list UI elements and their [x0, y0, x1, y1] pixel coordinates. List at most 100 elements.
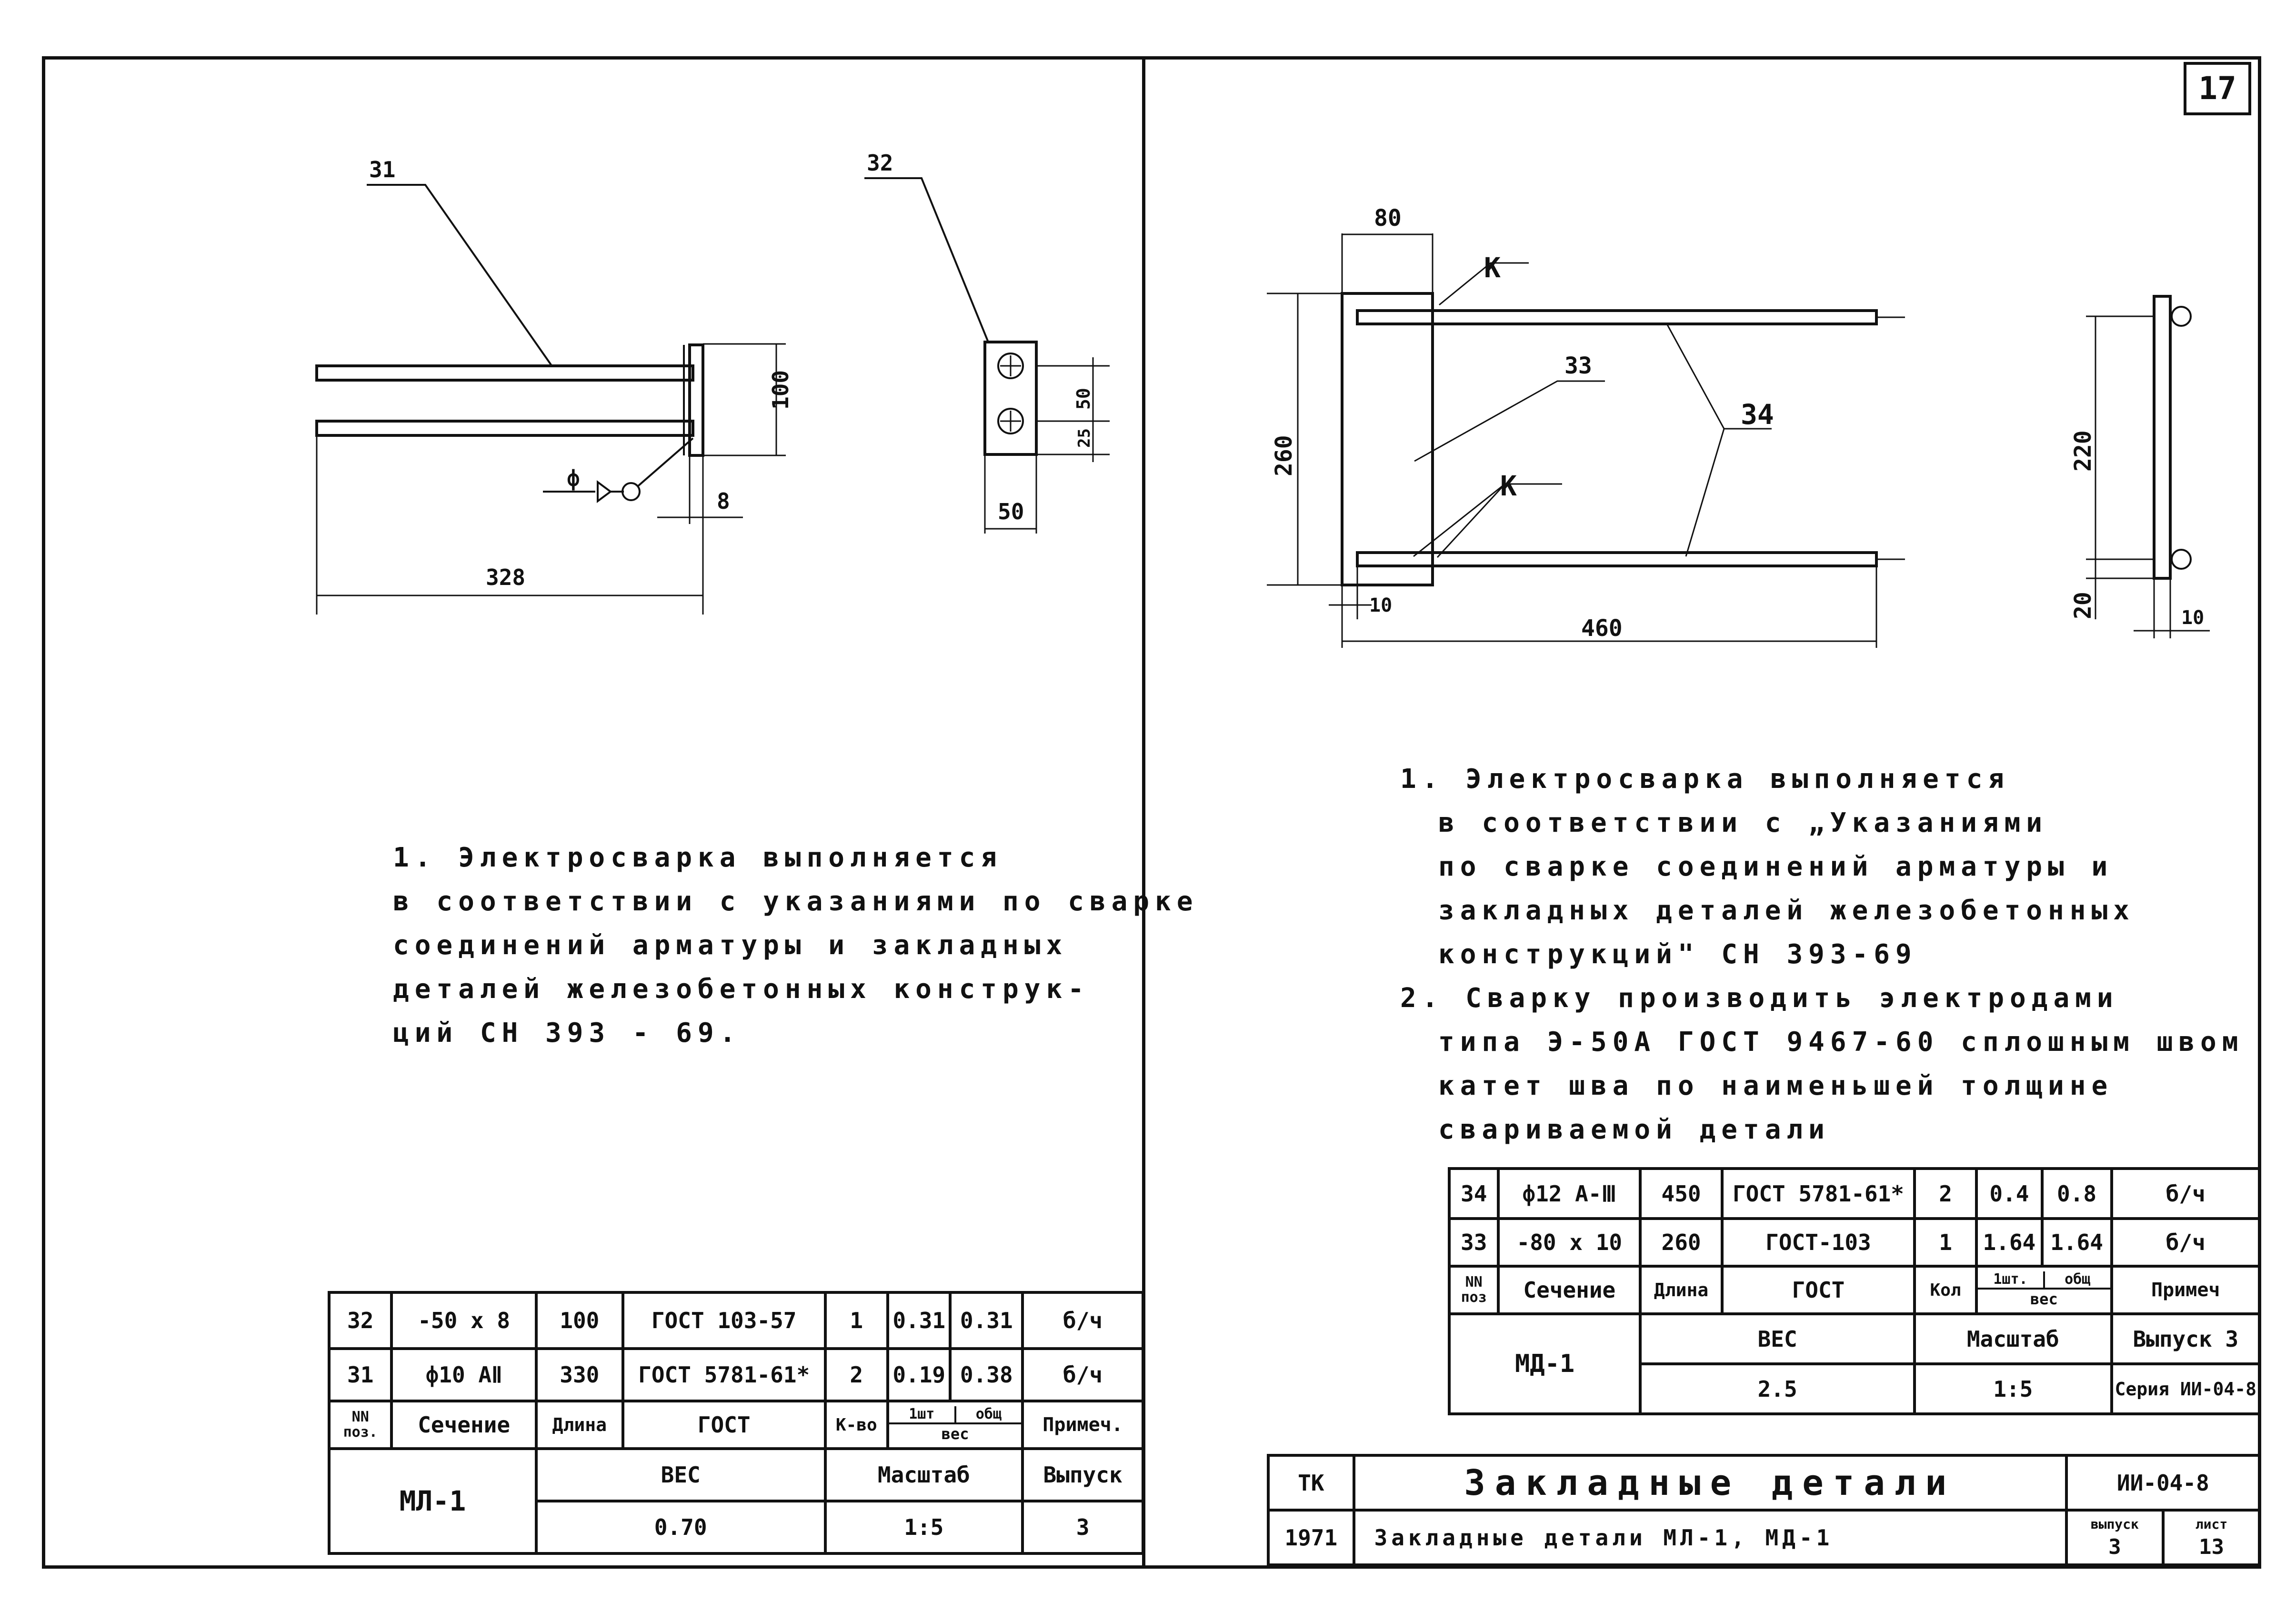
cell-weight-unit: 0.4: [1975, 1167, 2044, 1220]
dim-100: 100: [768, 370, 793, 410]
header-weight-label: вес: [941, 1425, 969, 1443]
label-pos31: 31: [369, 157, 395, 182]
stamp-subtitle: Закладные детали МЛ-1, МД-1: [1352, 1509, 2068, 1566]
drawing-ml1-labels: 31 32 ф 100 8 328 50 25 50: [369, 150, 1094, 590]
right-note-line: катет шва по наименьшей толщине: [1438, 1070, 2114, 1101]
dim-260: 260: [1271, 435, 1297, 476]
header-qty: К-во: [823, 1400, 890, 1450]
cell-weight-unit: 0.19: [886, 1347, 952, 1402]
header-weight: 1шт. общ вес: [1975, 1265, 2113, 1315]
dim-50h: 50: [998, 499, 1024, 524]
footer-ves-label: ВЕС: [1639, 1312, 1916, 1365]
left-note: 1. Электросварка выполняется в соответст…: [393, 836, 1198, 1055]
cell-qty: 1: [823, 1291, 890, 1350]
stamp-sheet-value: 13: [2198, 1534, 2224, 1559]
drawing-sheet-frame: [42, 56, 2261, 1569]
header-weight-label: вес: [2030, 1290, 2058, 1308]
right-note-line: закладных деталей железобетонных: [1438, 895, 2135, 926]
cell-qty: 1: [1913, 1217, 1978, 1268]
left-note-line: 1. Электросварка выполняется: [393, 842, 1003, 873]
footer-issue-value: 3: [1021, 1500, 1144, 1555]
cell-pos: 34: [1447, 1167, 1500, 1220]
footer-scale-label: Масштаб: [823, 1447, 1024, 1502]
stamp-code: ИИ-04-8: [2065, 1454, 2262, 1512]
footer-series: Серия ИИ-04-8: [2110, 1362, 2262, 1415]
cell-qty: 2: [1913, 1167, 1978, 1220]
header-section: Сечение: [390, 1400, 538, 1450]
cell-section: ф12 A-Ⅲ: [1497, 1167, 1642, 1220]
left-note-line: соединений арматуры и закладных: [393, 930, 1068, 961]
cell-weight-unit: 0.31: [886, 1291, 952, 1350]
table-footer-row: 0.70 1:5 3: [329, 1500, 1144, 1555]
cell-weight-total: 0.8: [2040, 1167, 2113, 1220]
cell-length: 330: [534, 1347, 624, 1402]
header-note: Примеч: [2110, 1265, 2262, 1315]
right-spec-table: 34 ф12 A-Ⅲ 450 ГОСТ 5781-61* 2 0.4 0.8 б…: [1447, 1167, 2262, 1415]
cell-length: 100: [534, 1291, 624, 1350]
header-gost: ГОСТ: [1720, 1265, 1916, 1315]
header-gost: ГОСТ: [621, 1400, 827, 1450]
stamp-title: Закладные детали: [1352, 1454, 2068, 1512]
label-k1: К: [1484, 252, 1501, 284]
footer-issue-label: Выпуск 3: [2110, 1312, 2262, 1365]
table-footer-row: МЛ-1 ВЕС Масштаб Выпуск: [328, 1447, 1144, 1555]
dim-10a: 10: [1369, 595, 1392, 616]
cell-weight-unit: 1.64: [1975, 1217, 2044, 1268]
label-pos32: 32: [867, 150, 893, 176]
right-note-line: 1. Электросварка выполняется: [1400, 764, 2010, 795]
footer-ves-label: ВЕС: [534, 1447, 827, 1502]
header-weight-total: общ: [2043, 1271, 2109, 1288]
right-note-line: типа Э-50А ГОСТ 9467-60 сплошным швом: [1438, 1027, 2244, 1058]
cell-gost: ГОСТ 103-57: [621, 1291, 827, 1350]
drawing-ml1-side-view: [315, 184, 786, 615]
title-block-row: ТК Закладные детали ИИ-04-8: [1267, 1454, 2262, 1512]
stamp-issue-value: 3: [2108, 1534, 2121, 1559]
header-qty: Кол: [1913, 1265, 1978, 1315]
cell-gost: ГОСТ 5781-61*: [621, 1347, 827, 1402]
table-footer-row: МД-1 ВЕС Масштаб Выпуск 3: [1447, 1312, 2262, 1415]
table-row: 32 -50 x 8 100 ГОСТ 103-57 1 0.31 0.31 б…: [327, 1291, 1144, 1350]
cell-gost: ГОСТ 5781-61*: [1720, 1167, 1916, 1220]
table-footer-row: 2.5 1:5 Серия ИИ-04-8: [1449, 1362, 2262, 1415]
footer-scale-value: 1:5: [1913, 1362, 2113, 1415]
table-header-row: NN поз Сечение Длина ГОСТ Кол 1шт.общ ве…: [1447, 1265, 2262, 1315]
dim-220: 220: [2070, 430, 2096, 472]
drawing-md1-labels: 80 260 10 460 220 20 10 К К 33 34: [1271, 205, 2204, 642]
dim-8: 8: [717, 488, 730, 514]
header-weight-total: общ: [954, 1406, 1020, 1422]
header-weight-unit: 1шт.: [1993, 1271, 2028, 1288]
table-row: 33 -80 x 10 260 ГОСТ-103 1 1.64 1.64 б/ч: [1447, 1217, 2262, 1268]
stamp-sheet: лист 13: [2161, 1509, 2262, 1566]
cell-section: -50 x 8: [390, 1291, 538, 1350]
right-note-line: в соответствии с „Указаниями: [1438, 807, 2048, 838]
left-note-line: деталей железобетонных конструк-: [393, 974, 1090, 1005]
footer-issue-label: Выпуск: [1021, 1447, 1144, 1502]
cell-note: б/ч: [1021, 1291, 1144, 1350]
right-note-line: свариваемой детали: [1438, 1114, 1830, 1145]
header-length: Длина: [1639, 1265, 1724, 1315]
stamp-issue-label: выпуск: [2090, 1516, 2139, 1532]
drawing-md1-side-view: [2086, 295, 2210, 638]
footer-ves-value: 2.5: [1639, 1362, 1916, 1415]
dim-20: 20: [2070, 592, 2096, 619]
sheet-number: 17: [2184, 62, 2251, 115]
cell-weight-total: 1.64: [2040, 1217, 2113, 1268]
cell-length: 450: [1639, 1167, 1724, 1220]
mark-name: МД-1: [1447, 1312, 1642, 1415]
left-spec-table: 32 -50 x 8 100 ГОСТ 103-57 1 0.31 0.31 б…: [327, 1291, 1144, 1555]
right-note: 1. Электросварка выполняется в соответст…: [1400, 757, 2244, 1152]
cell-section: -80 x 10: [1497, 1217, 1642, 1268]
footer-scale-label: Масштаб: [1913, 1312, 2113, 1365]
cell-pos: 31: [327, 1347, 393, 1402]
cell-pos: 33: [1447, 1217, 1500, 1268]
cell-note: б/ч: [1021, 1347, 1144, 1402]
header-note: Примеч.: [1021, 1400, 1144, 1450]
dim-25: 25: [1075, 428, 1094, 448]
stamp-org: ТК: [1267, 1454, 1355, 1512]
title-block: ТК Закладные детали ИИ-04-8 1971 Закладн…: [1267, 1454, 2262, 1566]
footer-scale-value: 1:5: [823, 1500, 1024, 1555]
dim-80: 80: [1374, 205, 1402, 232]
left-note-line: в соответствии с указаниями по сварке: [393, 886, 1199, 917]
